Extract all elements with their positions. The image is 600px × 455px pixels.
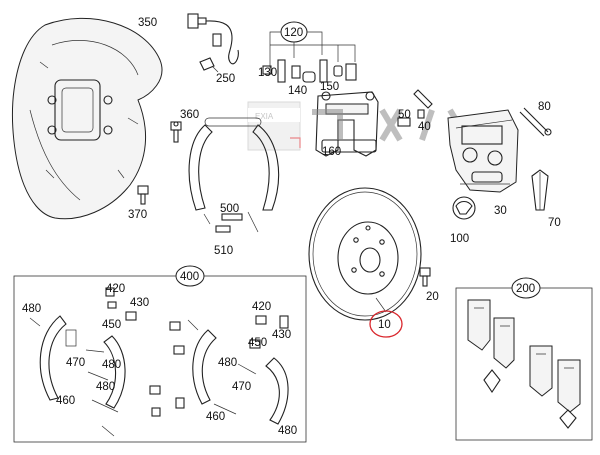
highlight-ring-10 [369, 310, 403, 338]
guide-pins-130-150 [262, 59, 357, 83]
bleeder-parts-40-50 [397, 89, 433, 127]
callout-160: 160 [322, 146, 341, 158]
callout-50: 50 [398, 109, 411, 121]
callout-200: 200 [516, 283, 535, 295]
parking-brake-shoes-500 [188, 117, 280, 233]
callout-10: 10 [378, 319, 391, 331]
callout-450-right: 450 [248, 337, 267, 349]
callout-430-right: 430 [272, 329, 291, 341]
brake-disc-10 [308, 187, 422, 321]
callout-480-right-mid: 480 [218, 357, 237, 369]
brake-caliper-30 [447, 109, 519, 193]
bolt-20 [419, 267, 431, 287]
callout-70: 70 [548, 217, 561, 229]
callout-150: 150 [320, 81, 339, 93]
backing-plate-350 [12, 17, 163, 220]
wear-sensor-250 [187, 13, 239, 73]
callout-460-left: 460 [56, 395, 75, 407]
callout-80: 80 [538, 101, 551, 113]
callout-140: 140 [288, 85, 307, 97]
callout-500: 500 [220, 203, 239, 215]
callout-510: 510 [214, 245, 233, 257]
callout-20: 20 [426, 291, 439, 303]
callout-450-left: 450 [102, 319, 121, 331]
callout-30: 30 [494, 205, 507, 217]
bolt-370 [137, 185, 149, 205]
callout-360: 360 [180, 109, 199, 121]
callout-470-right: 470 [232, 381, 251, 393]
callout-420-right: 420 [252, 301, 271, 313]
callout-120: 120 [284, 27, 303, 39]
callout-100: 100 [450, 233, 469, 245]
callout-130: 130 [258, 67, 277, 79]
callout-250: 250 [216, 73, 235, 85]
callout-400: 400 [180, 271, 199, 283]
callout-420-left: 420 [106, 283, 125, 295]
shoe-set-right [169, 315, 289, 425]
callout-480-left-mid: 480 [102, 359, 121, 371]
callout-350: 350 [138, 17, 157, 29]
callout-480-left-bottom: 480 [96, 381, 115, 393]
callout-480-left-top: 480 [22, 303, 41, 315]
callout-480-right-bottom: 480 [278, 425, 297, 437]
spring-clip-70 [531, 169, 549, 211]
kit-box-400 [13, 275, 307, 443]
callout-470-left: 470 [66, 357, 85, 369]
watermark-exia: EXIA [247, 101, 471, 151]
callout-370: 370 [128, 209, 147, 221]
callout-40: 40 [418, 121, 431, 133]
cable-80 [519, 107, 552, 137]
shoe-set-left [29, 287, 161, 437]
bolt-360 [170, 121, 182, 143]
callout-460-right: 460 [206, 411, 225, 423]
watermark-text: EXIA [255, 112, 274, 121]
callout-430-left: 430 [130, 297, 149, 309]
repair-kit-100 [452, 196, 476, 220]
brake-pads [467, 299, 581, 429]
